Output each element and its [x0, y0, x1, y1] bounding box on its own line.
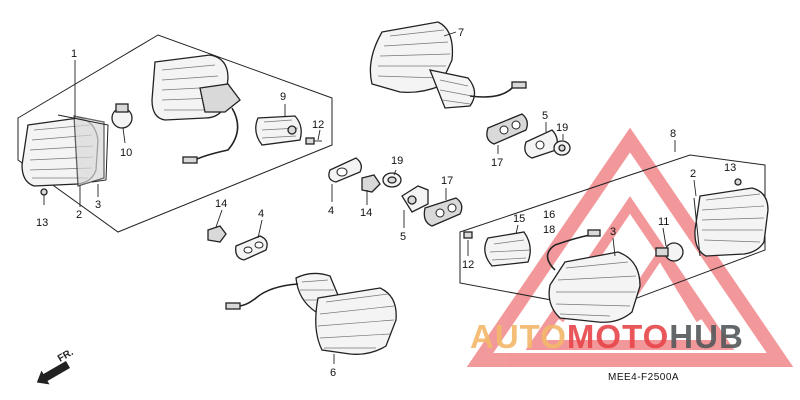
- nut-14-lower: [207, 225, 227, 243]
- front-turn-signal-7: [369, 21, 527, 109]
- callout-1: 1: [71, 48, 77, 60]
- turn-signal-lens-right: [694, 187, 769, 257]
- callout-6: 6: [330, 367, 336, 379]
- screw-13-right: [734, 178, 742, 186]
- callout-3-right: 3: [610, 226, 616, 238]
- callout-17-center: 17: [441, 175, 453, 187]
- watermark-brand: AUTOMOTOHUB: [470, 318, 744, 355]
- rubber-cover-9: [255, 115, 302, 146]
- bulb-11: [655, 242, 684, 262]
- callout-9: 9: [280, 91, 286, 103]
- callout-4-upper: 4: [328, 205, 334, 217]
- callout-17-right: 17: [491, 157, 503, 169]
- callout-5-center: 5: [400, 231, 406, 243]
- bolt-12-left: [305, 137, 322, 145]
- callout-16: 16: [543, 209, 555, 221]
- leader-lines: [74, 31, 697, 364]
- callout-2-right: 2: [690, 168, 696, 180]
- watermark-brand-part-3: HUB: [669, 318, 744, 355]
- turn-signal-lens-left: [21, 115, 105, 187]
- bulb-10: [111, 103, 133, 144]
- callout-3-left: 3: [95, 199, 101, 211]
- drawing-code: MEE4-F2500A: [608, 372, 679, 383]
- callout-14-lower: 14: [215, 198, 227, 210]
- screw-13-left: [40, 188, 48, 205]
- grommet-19-right: [553, 140, 571, 156]
- callout-12-left: 12: [312, 119, 324, 131]
- callout-11: 11: [658, 216, 669, 228]
- mount-stay-5-center: [401, 185, 429, 213]
- mount-stay-5-right: [524, 129, 558, 159]
- watermark-brand-part-1: AUTO: [470, 318, 567, 355]
- grommet-19-center: [382, 172, 402, 188]
- front-turn-signal-6: [225, 272, 397, 355]
- cushion-17-center: [423, 197, 463, 227]
- callout-2-left: 2: [76, 209, 82, 221]
- washer-plate-4-upper: [328, 157, 362, 183]
- callout-19-right: 19: [556, 122, 568, 134]
- callout-10: 10: [120, 147, 132, 159]
- lens-gasket-right: [693, 197, 701, 257]
- signal-housing-left: [151, 54, 241, 164]
- nut-14-upper: [361, 174, 381, 193]
- front-direction-label: FR.: [56, 347, 76, 365]
- callout-5-right: 5: [542, 110, 548, 122]
- front-direction-arrow-icon: [36, 361, 70, 385]
- signal-housing-right: [546, 229, 641, 323]
- callout-19-center: 19: [391, 155, 403, 167]
- callout-4-lower: 4: [258, 208, 264, 220]
- cushion-17-right: [486, 113, 528, 145]
- watermark-brand-part-2: MOTO: [567, 318, 669, 355]
- callout-15: 15: [513, 213, 525, 225]
- callout-14-upper: 14: [360, 207, 372, 219]
- washer-plate-4-lower: [235, 235, 268, 261]
- callout-12-right: 12: [462, 259, 474, 271]
- rear-left-group-frame: [17, 34, 333, 233]
- callout-7: 7: [458, 27, 464, 39]
- rear-right-group-frame: [459, 154, 766, 311]
- callout-18: 18: [543, 224, 555, 236]
- callout-8: 8: [670, 128, 676, 140]
- callout-13-left: 13: [36, 217, 48, 229]
- rubber-cover-15: [484, 231, 531, 267]
- lens-gasket-left: [57, 114, 109, 183]
- callout-13-right: 13: [724, 162, 736, 174]
- bolt-12-right: [463, 231, 473, 239]
